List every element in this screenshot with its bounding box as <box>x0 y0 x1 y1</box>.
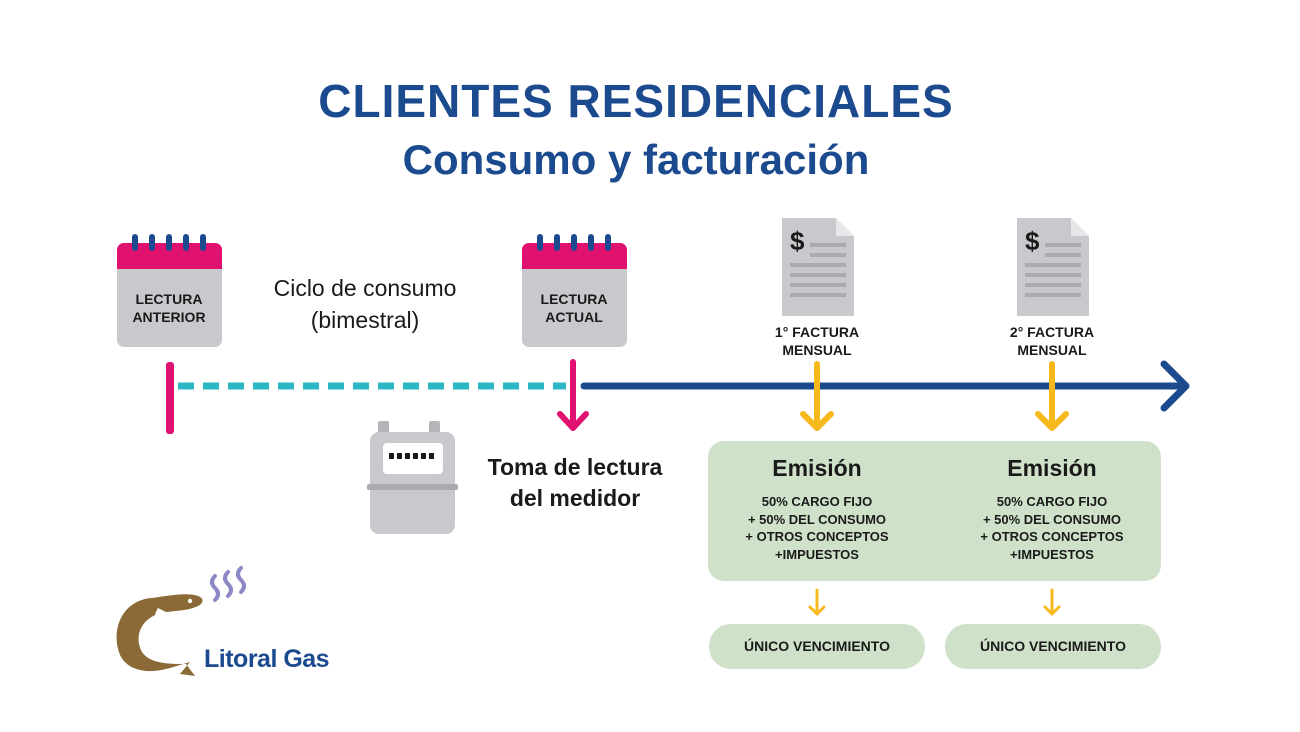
fish-flame-icon <box>116 566 246 676</box>
due-arrow-2 <box>1043 588 1061 616</box>
cycle-label: Ciclo de consumo (bimestral) <box>240 272 490 336</box>
meter-reading-label: Toma de lectura del medidor <box>470 452 680 514</box>
brand-name: Litoral Gas <box>204 645 330 673</box>
due-pill-2: ÚNICO VENCIMIENTO <box>945 624 1161 669</box>
current-reading-label: LECTURA ACTUAL <box>522 290 626 326</box>
emission-2-line-4: +IMPUESTOS <box>1010 546 1094 562</box>
current-reading-label-line-1: LECTURA <box>540 291 608 307</box>
emission-box <box>708 441 1161 581</box>
current-reading-label-line-2: ACTUAL <box>545 309 603 325</box>
emission-details-1: 50% CARGO FIJO + 50% DEL CONSUMO + OTROS… <box>707 493 927 563</box>
meter-reading-label-line-1: Toma de lectura <box>487 454 663 480</box>
calendar-icon-current <box>522 234 627 347</box>
emission-1-line-1: 50% CARGO FIJO <box>761 494 873 509</box>
gas-meter-icon <box>367 421 458 534</box>
emission-2-line-2: + 50% DEL CONSUMO <box>982 511 1122 527</box>
cycle-label-line-2: (bimestral) <box>310 307 420 333</box>
invoice-label-1-line-2: MENSUAL <box>782 342 852 358</box>
calendar-icon-previous <box>117 234 222 347</box>
invoice-label-1-line-1: 1° FACTURA <box>774 324 860 340</box>
meter-reading-label-line-2: del medidor <box>509 485 641 511</box>
previous-reading-label-line-1: LECTURA <box>135 291 203 307</box>
emission-title-2: Emisión <box>1007 455 1097 481</box>
emission-1-line-2: + 50% DEL CONSUMO <box>747 511 887 527</box>
due-arrow-1 <box>808 588 826 616</box>
invoice-document-icon-1 <box>782 218 854 316</box>
emission-title-1: Emisión <box>772 455 862 481</box>
reading-arrow <box>557 359 589 431</box>
emission-2-line-3: + OTROS CONCEPTOS <box>980 529 1124 544</box>
due-pill-1: ÚNICO VENCIMIENTO <box>709 624 925 669</box>
page-subtitle: Consumo y facturación <box>402 136 870 183</box>
previous-reading-label-line-2: ANTERIOR <box>132 309 206 325</box>
invoice-label-2-line-1: 2° FACTURA <box>1009 324 1095 340</box>
emission-details-2: 50% CARGO FIJO + 50% DEL CONSUMO + OTROS… <box>942 493 1162 563</box>
emission-arrow-1 <box>800 361 834 431</box>
emission-1-line-3: + OTROS CONCEPTOS <box>745 529 889 544</box>
timeline-arrowhead <box>1160 360 1190 412</box>
dollar-symbol-2: $ <box>1025 226 1040 256</box>
page-title: CLIENTES RESIDENCIALES <box>318 75 954 127</box>
previous-reading-label: LECTURA ANTERIOR <box>117 290 221 326</box>
cycle-start-tick <box>166 362 174 434</box>
invoice-label-2-line-2: MENSUAL <box>1017 342 1087 358</box>
invoice-label-1: 1° FACTURA MENSUAL <box>737 323 897 359</box>
emission-1-line-4: +IMPUESTOS <box>775 546 859 562</box>
invoice-document-icon-2 <box>1017 218 1089 316</box>
emission-arrow-2 <box>1035 361 1069 431</box>
emission-2-line-1: 50% CARGO FIJO <box>996 494 1108 509</box>
dollar-symbol-1: $ <box>790 226 805 256</box>
invoice-label-2: 2° FACTURA MENSUAL <box>972 323 1132 359</box>
cycle-label-line-1: Ciclo de consumo <box>273 275 457 301</box>
